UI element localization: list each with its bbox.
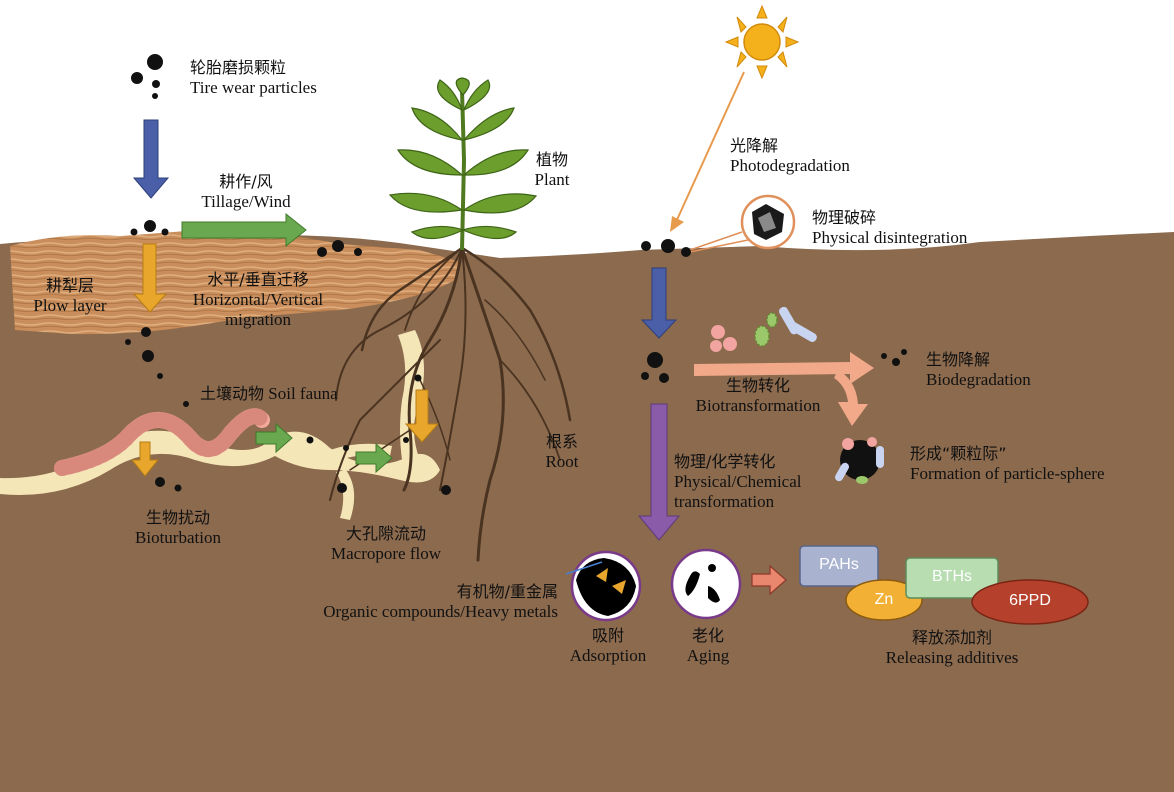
tag-6ppd: 6PPD [972,592,1088,610]
sun-icon [726,6,798,78]
label-particle-sphere: 形成“颗粒际”Formation of particle-sphere [910,444,1105,484]
tire-particles-icon [131,54,163,99]
tag-zn: Zn [846,591,922,609]
tag-bths: BTHs [906,568,998,586]
tag-pahs: PAHs [800,556,878,574]
plant [390,78,536,250]
label-soil-fauna: 土壤动物 Soil fauna [200,384,338,404]
aging-icon [672,550,740,618]
